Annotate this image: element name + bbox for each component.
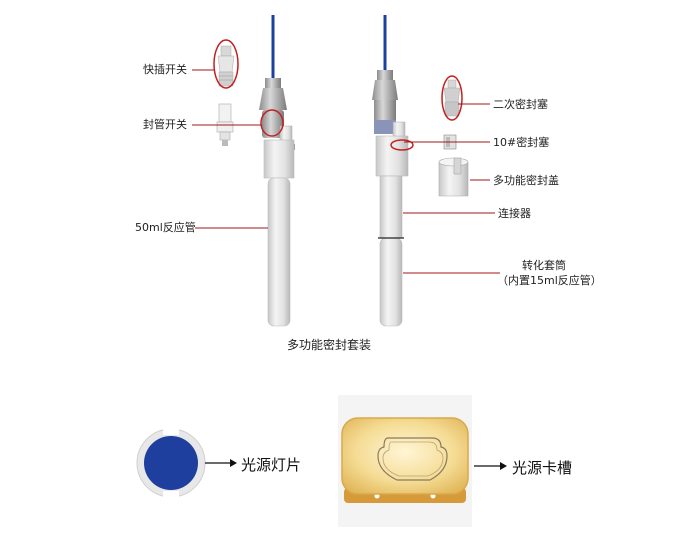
label-secondary-plug: 二次密封塞 <box>493 98 548 111</box>
label-light-slot: 光源卡槽 <box>512 459 573 477</box>
left-cap <box>263 139 295 179</box>
quick-plug-switch-part <box>213 39 239 89</box>
right-assembly <box>372 15 500 327</box>
right-sleeve <box>379 237 403 327</box>
label-light-sheet: 光源灯片 <box>241 456 302 474</box>
right-connector <box>379 175 403 239</box>
label-tube-50ml: 50ml反应管 <box>135 221 196 234</box>
secondary-plug-part <box>441 75 463 121</box>
label-plug-10: 10#密封塞 <box>493 136 550 149</box>
right-blue-band <box>374 120 396 134</box>
left-tube-50ml <box>267 177 291 327</box>
highlight-circle-quick <box>213 39 239 89</box>
left-plug-lower <box>262 110 284 138</box>
left-highlight-circle-seal <box>260 109 284 137</box>
light-slot-part <box>338 395 507 527</box>
label-sleeve-line2: （内置15ml反应管） <box>497 274 602 287</box>
tube-seal-switch-part <box>216 103 234 146</box>
left-assembly <box>192 15 295 327</box>
label-seal-switch: 封管开关 <box>143 118 187 131</box>
light-sheet-part <box>136 427 237 499</box>
left-connector-top <box>265 78 281 88</box>
kit-caption: 多功能密封套装 <box>287 338 372 352</box>
label-sleeve-line1: 转化套筒 <box>522 259 566 272</box>
label-quick-switch: 快插开关 <box>143 63 187 76</box>
multi-cap-part <box>438 157 469 197</box>
left-plug-body <box>259 88 287 110</box>
right-highlight-oval <box>390 139 414 151</box>
label-multi-cap: 多功能密封盖 <box>493 174 559 187</box>
label-connector: 连接器 <box>498 207 531 220</box>
